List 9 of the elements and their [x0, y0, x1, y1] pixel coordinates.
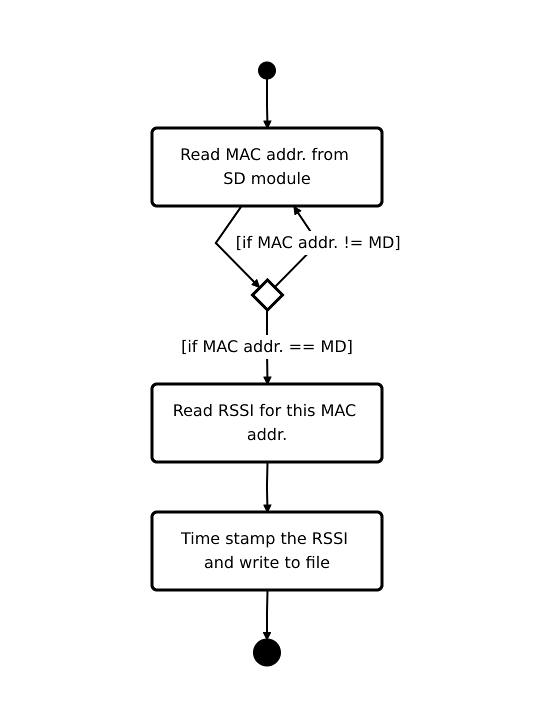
node-diamond [250, 277, 285, 312]
arrow [262, 590, 272, 640]
arrow [263, 462, 272, 512]
arrow [214, 205, 260, 288]
edge-label: [if MAC addr. != MD] [236, 232, 401, 252]
edge-label: [if MAC addr. == MD] [181, 336, 354, 356]
arrow [263, 78, 272, 128]
node-circle [253, 638, 282, 666]
node-circle [258, 61, 276, 79]
